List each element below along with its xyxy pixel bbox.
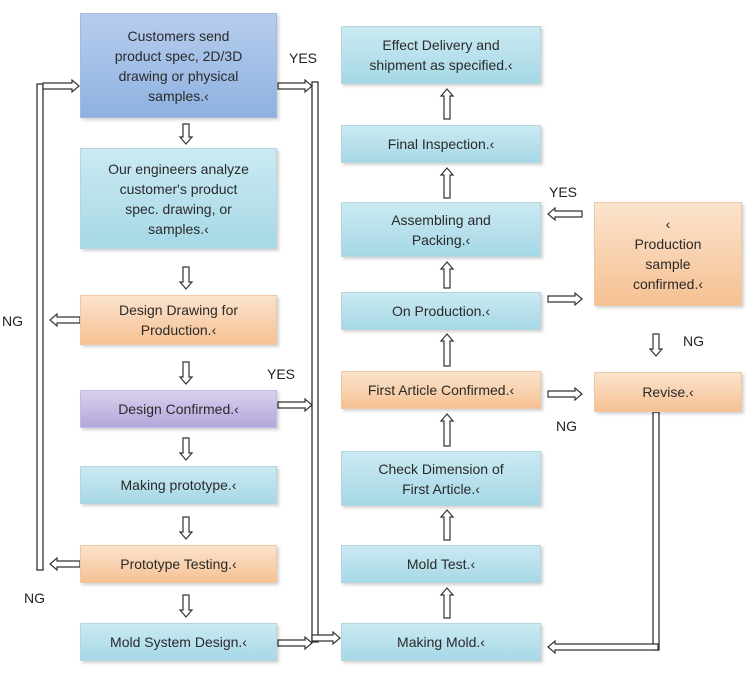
arrow-assembling-to-final-inspection [439, 167, 455, 199]
arrow-confirmed-to-channel [277, 397, 313, 413]
node-mold-test: Mold Test.‹ [341, 545, 541, 583]
label-ng-left-top: NG [2, 313, 23, 329]
node-design-confirmed: Design Confirmed.‹ [80, 390, 277, 428]
node-design-drawing: Design Drawing for Production.‹ [80, 295, 277, 345]
node-making-prototype: Making prototype.‹ [80, 466, 277, 504]
arrow-testing-to-mold-design [178, 594, 194, 618]
arrow-prototype-to-testing [178, 516, 194, 540]
node-check-dimension: Check Dimension of First Article.‹ [341, 451, 541, 506]
arrow-customers-to-engineers [178, 123, 194, 145]
arrow-left-loop-to-customers [42, 78, 80, 94]
arrow-confirmed-to-prototype [178, 437, 194, 461]
left-loop-bar [36, 83, 44, 571]
arrow-sample-to-assembling [547, 206, 583, 222]
label-yes-right: YES [549, 184, 578, 200]
arrow-final-inspection-to-delivery [439, 88, 455, 120]
arrow-first-article-to-on-production [439, 333, 455, 367]
arrow-drawing-to-left-loop [49, 312, 81, 328]
node-engineers-analyze: Our engineers analyze customer's product… [80, 148, 277, 249]
center-channel-bar [311, 81, 319, 643]
arrow-engineers-to-drawing [178, 266, 194, 290]
label-yes-top: YES [289, 50, 318, 66]
arrow-mold-test-to-check-dimension [439, 509, 455, 541]
label-yes-mid: YES [267, 366, 296, 382]
arrow-check-dimension-to-first-article [439, 413, 455, 447]
node-effect-delivery: Effect Delivery and shipment as specifie… [341, 26, 541, 84]
node-final-inspection: Final Inspection.‹ [341, 125, 541, 163]
revise-return-bar [652, 411, 660, 651]
arrow-on-production-to-assembling [439, 261, 455, 289]
label-ng-right-bottom: NG [556, 418, 577, 434]
arrow-testing-to-left-loop [49, 556, 81, 572]
arrow-sample-to-revise [648, 333, 664, 357]
arrow-revise-to-making-mold [547, 639, 659, 655]
arrow-customers-to-channel [277, 78, 313, 94]
node-customers-send: Customers send product spec, 2D/3D drawi… [80, 13, 277, 118]
node-making-mold: Making Mold.‹ [341, 623, 541, 661]
arrow-making-mold-to-mold-test [439, 587, 455, 619]
node-prototype-testing: Prototype Testing.‹ [80, 545, 277, 583]
arrow-mold-design-to-channel [277, 635, 313, 651]
node-mold-system-design: Mold System Design.‹ [80, 623, 277, 661]
arrow-drawing-to-confirmed [178, 361, 194, 385]
arrow-channel-to-making-mold [311, 630, 341, 646]
label-ng-right-top: NG [683, 333, 704, 349]
node-assembling-packing: Assembling and Packing.‹ [341, 202, 541, 257]
arrow-first-article-to-revise [547, 386, 583, 402]
node-revise: Revise.‹ [594, 372, 742, 412]
arrow-on-production-to-sample [547, 291, 583, 307]
node-production-sample: ‹ Production sample confirmed.‹ [594, 202, 742, 306]
label-ng-left-bottom: NG [24, 590, 45, 606]
node-on-production: On Production.‹ [341, 292, 541, 330]
node-first-article-confirmed: First Article Confirmed.‹ [341, 371, 541, 409]
